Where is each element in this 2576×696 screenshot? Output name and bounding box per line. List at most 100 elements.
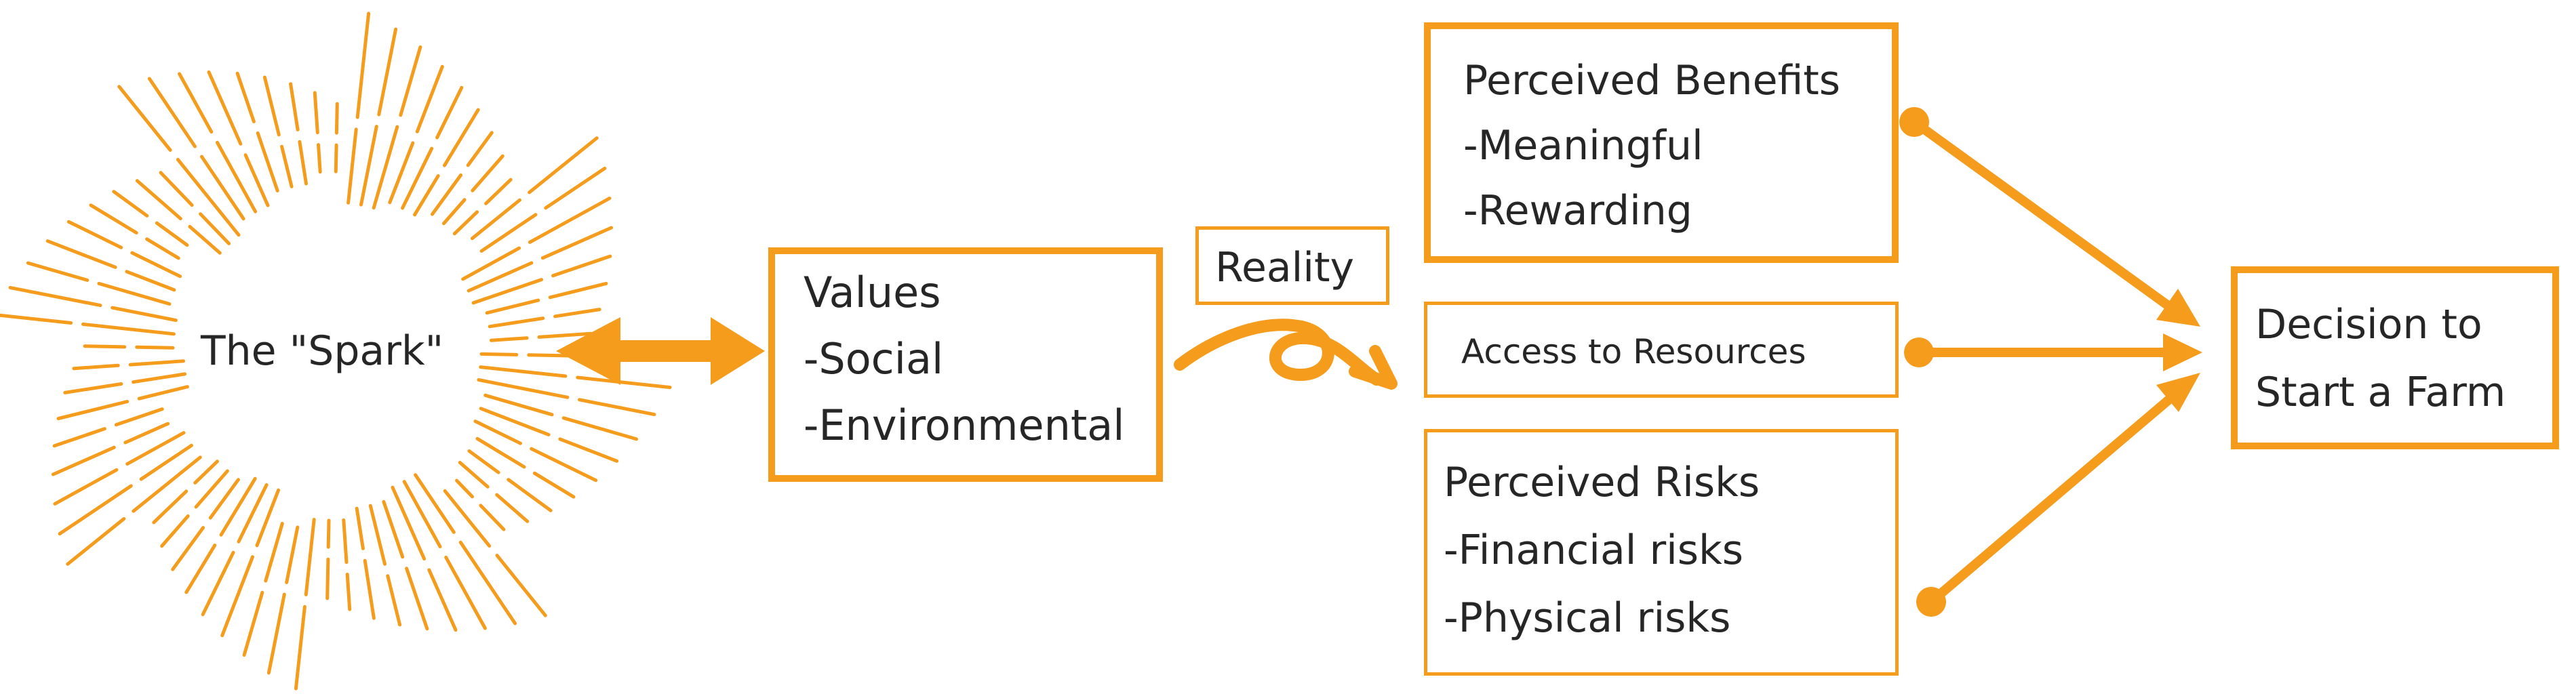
sunburst-ray — [63, 382, 123, 394]
sunburst-ray — [334, 102, 339, 135]
sunburst-ray — [294, 605, 306, 691]
benefits-title: Perceived Benefits — [1463, 57, 1841, 104]
sunburst-ray — [368, 504, 387, 566]
sunburst-ray — [537, 331, 593, 339]
sunburst-ray — [171, 526, 205, 571]
sunburst-ray — [540, 226, 614, 260]
sunburst-ray — [128, 359, 185, 367]
sunburst-ray — [475, 436, 526, 469]
risks-arrowhead — [2156, 373, 2200, 412]
access-to-resources-box: Access to Resources — [1424, 302, 1899, 398]
sunburst-ray — [193, 459, 219, 485]
reality-label-box: Reality — [1195, 226, 1389, 305]
sunburst-ray — [123, 422, 170, 445]
sunburst-ray — [155, 221, 189, 247]
sunburst-ray — [114, 407, 164, 427]
sunburst-ray — [83, 344, 127, 349]
sunburst-ray — [442, 198, 467, 226]
sunburst-ray — [255, 488, 281, 548]
sunburst-ray — [130, 251, 182, 279]
sunburst-ray — [413, 174, 440, 217]
sunburst-ray — [111, 306, 178, 323]
sunburst-ray — [220, 555, 254, 638]
sunburst-ray — [304, 518, 316, 596]
sunburst-ray — [137, 385, 189, 401]
sunburst-ray — [431, 173, 463, 216]
sunburst-ray — [56, 400, 130, 421]
sunburst-ray — [207, 70, 243, 146]
sunburst-ray — [125, 270, 176, 292]
sunburst-ray — [558, 437, 619, 463]
sunburst-ray — [0, 313, 73, 325]
sunburst-ray — [458, 461, 490, 489]
sunburst-ray — [479, 365, 568, 378]
risks-item-financial: -Financial risks — [1444, 527, 1744, 574]
sunburst-ray — [188, 224, 222, 255]
reality-label: Reality — [1215, 244, 1355, 291]
sunburst-ray — [553, 308, 601, 319]
sunburst-ray — [194, 469, 229, 509]
risks-connector — [1926, 388, 2181, 607]
sunburst-ray — [135, 179, 182, 221]
reality-curly-arrow — [1174, 319, 1398, 390]
sunburst-ray — [483, 393, 554, 417]
sunburst-ray — [262, 75, 281, 137]
sunburst-ray — [495, 493, 530, 523]
sunburst-ray — [488, 316, 545, 329]
sunburst-ray — [326, 518, 331, 549]
sunburst-ray — [280, 144, 294, 188]
sunburst-ray — [125, 431, 186, 466]
sunburst-ray — [355, 12, 371, 119]
sunburst-ray — [467, 261, 534, 293]
perceived-risks-box: Perceived Risks -Financial risks -Physic… — [1424, 429, 1899, 676]
sunburst-ray — [561, 416, 639, 441]
sunburst-ray — [479, 213, 538, 253]
sunburst-ray — [479, 504, 506, 531]
sunburst-ray — [51, 445, 116, 476]
sunburst-ray — [530, 447, 598, 483]
sunburst-ray — [471, 278, 543, 305]
sunburst-ray — [8, 285, 102, 308]
sunburst-ray — [484, 178, 513, 205]
sunburst-ray — [551, 254, 612, 278]
sunburst-ray — [399, 45, 422, 117]
sunburst-ray — [452, 210, 479, 236]
sunburst-ray — [160, 514, 190, 548]
sunburst-ray — [112, 190, 149, 218]
sunburst-ray — [184, 544, 217, 594]
sunburst-ray — [355, 506, 365, 550]
sunburst-ray — [427, 568, 458, 632]
sunburst-ray — [66, 517, 126, 566]
risks-item-physical: -Physical risks — [1444, 594, 1731, 642]
sunburst-ray — [528, 136, 599, 195]
sunburst-ray — [216, 140, 258, 213]
sunburst-ray — [382, 499, 405, 559]
values-item-social: -Social — [804, 334, 944, 384]
curly-arrow-path — [1174, 319, 1383, 386]
sunburst-ray — [145, 237, 180, 260]
sunburst-ray — [507, 478, 553, 512]
sunburst-ray — [58, 484, 133, 536]
sunburst-ray — [266, 592, 286, 675]
sunburst-ray — [576, 375, 672, 390]
sunburst-ray — [470, 198, 521, 241]
sunburst-ray — [473, 419, 522, 445]
sunburst-ray — [97, 281, 172, 306]
double-arrow-right-head — [711, 317, 765, 385]
sunburst-ray — [578, 398, 656, 417]
sunburst-ray — [479, 407, 551, 436]
sunburst-ray — [477, 378, 570, 399]
sunburst-ray — [495, 554, 547, 617]
sunburst-ray — [528, 197, 612, 244]
sunburst-ray — [401, 146, 434, 210]
sunburst-ray — [317, 143, 322, 174]
risks-connector-dot — [1916, 587, 1946, 617]
sunburst-ray — [89, 203, 138, 234]
sunburst-ray — [532, 471, 576, 499]
sunburst-ray — [152, 489, 189, 525]
sunburst-ray — [201, 550, 235, 617]
decision-line-2: Start a Farm — [2255, 369, 2506, 416]
sunburst-ray — [372, 125, 399, 210]
decision-box: Decision to Start a Farm — [2231, 266, 2559, 449]
decision-line-1: Decision to — [2255, 301, 2482, 348]
